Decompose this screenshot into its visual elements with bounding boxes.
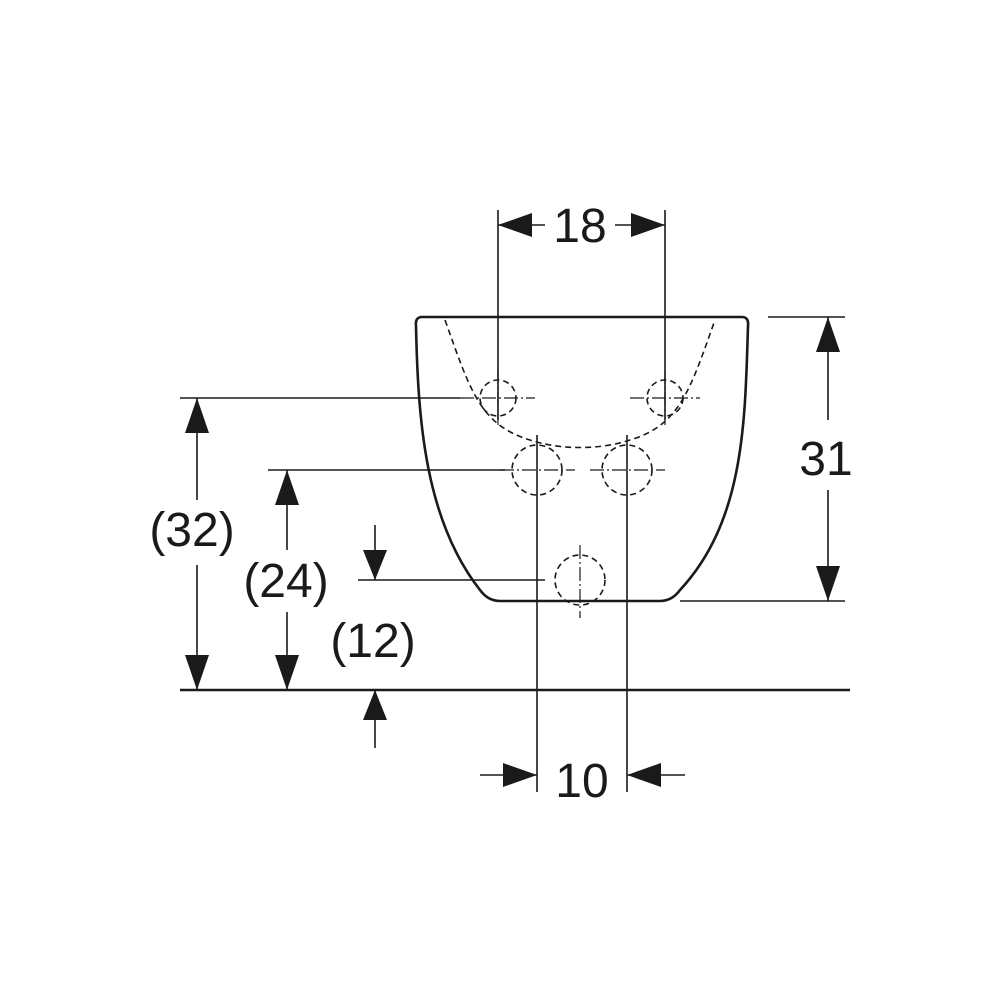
dimension-label-18: 18 bbox=[553, 200, 606, 253]
bidet-outline bbox=[414, 315, 750, 603]
dimension-label-24: (24) bbox=[243, 555, 328, 608]
dimension-label-12: (12) bbox=[330, 615, 415, 668]
dimension-label-32: (32) bbox=[149, 504, 234, 557]
bowl-inner-contour bbox=[444, 319, 716, 449]
hole-bottom bbox=[554, 545, 606, 618]
dimension-label-10: 10 bbox=[555, 755, 608, 808]
hole-mid-right bbox=[590, 444, 665, 496]
dimension-31: 31 bbox=[680, 316, 853, 602]
dimension-32: (32) bbox=[149, 397, 460, 690]
dimension-10: 10 bbox=[480, 435, 685, 808]
dimension-label-31: 31 bbox=[799, 433, 852, 486]
hole-mid-left bbox=[500, 444, 575, 496]
dimension-24: (24) bbox=[243, 469, 505, 690]
dimension-18: 18 bbox=[497, 200, 666, 420]
dimension-12: (12) bbox=[330, 525, 545, 748]
